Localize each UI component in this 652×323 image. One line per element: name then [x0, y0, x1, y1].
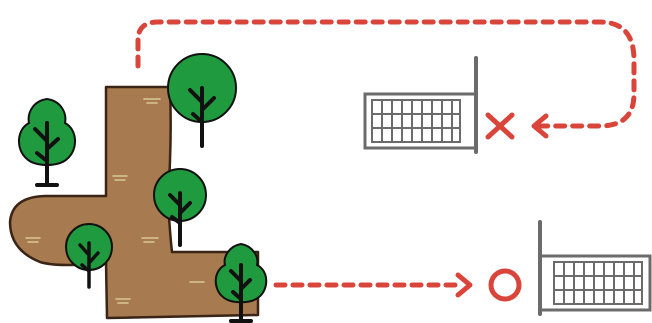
- lower-route-arrowhead: [458, 275, 470, 295]
- circle-icon: [491, 271, 519, 299]
- net-icon: [365, 58, 476, 152]
- tree-icon: [168, 54, 236, 146]
- tree-icon: [19, 99, 75, 185]
- cross-icon: [488, 115, 512, 137]
- net-icon: [540, 222, 650, 314]
